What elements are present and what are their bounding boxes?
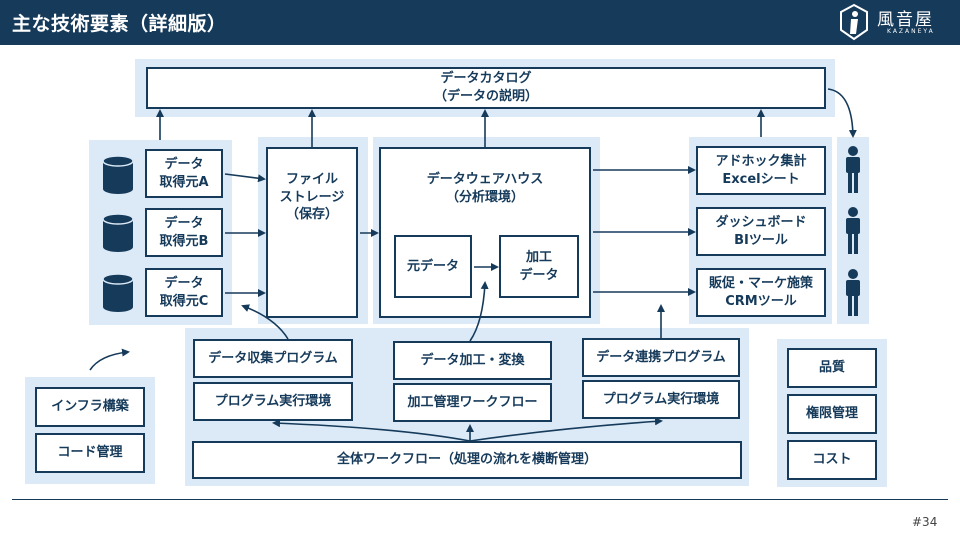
page-title: 主な技術要素（詳細版） (12, 13, 227, 35)
kazaneya-logo-icon (840, 3, 868, 41)
database-icon-c (102, 273, 134, 312)
file-storage-box: ファイル ストレージ （保存） (266, 147, 358, 318)
transform-program-box: データ加工・変換 (393, 341, 552, 380)
collect-runtime-box: プログラム実行環境 (193, 382, 353, 421)
header-bar: 主な技術要素（詳細版） 風音屋 KAZANEYA (0, 0, 960, 45)
arrow-source-a-to-storage (224, 173, 266, 183)
arrow-transform-to-processed (469, 281, 489, 342)
data-catalog-box: データカタログ （データの説明） (146, 67, 826, 109)
processed-data-box: 加工 データ (499, 235, 579, 298)
arrow-infra (89, 348, 130, 371)
database-icon-a (102, 155, 134, 194)
tool-adhoc-excel-box: アドホック集計 Excelシート (696, 146, 826, 195)
integrate-program-box: データ連携プログラム (582, 338, 740, 377)
logo-text: 風音屋 (877, 10, 934, 30)
transform-workflow-box: 加工管理ワークフロー (393, 383, 552, 422)
data-source-c-box: データ 取得元C (145, 268, 223, 317)
cost-box: コスト (787, 440, 877, 480)
page-number: #34 (912, 515, 938, 529)
logo-subtext: KAZANEYA (887, 28, 935, 35)
integrate-runtime-box: プログラム実行環境 (582, 380, 740, 419)
data-source-a-box: データ 取得元A (145, 149, 223, 198)
user-icon-2 (846, 207, 860, 254)
raw-data-box: 元データ (394, 235, 472, 298)
tool-crm-box: 販促・マーケ施策 CRMツール (696, 268, 826, 317)
data-source-b-box: データ 取得元B (145, 208, 223, 257)
collect-program-box: データ収集プログラム (193, 339, 353, 378)
arrow-workflow-to-collect (272, 419, 471, 442)
arrow-collect-to-storage (241, 304, 289, 340)
footer-divider (12, 499, 948, 500)
code-management-box: コード管理 (35, 433, 145, 473)
quality-box: 品質 (787, 348, 877, 388)
arrow-catalog-to-users (827, 88, 857, 138)
overall-workflow-box: 全体ワークフロー（処理の流れを横断管理） (192, 441, 742, 479)
tool-dashboard-bi-box: ダッシュボード BIツール (696, 207, 826, 256)
user-icon-1 (846, 146, 860, 193)
arrow-workflow-to-integrate (469, 417, 663, 442)
database-icon-b (102, 213, 134, 252)
access-control-box: 権限管理 (787, 394, 877, 434)
infra-build-box: インフラ構築 (35, 387, 145, 427)
user-icon-3 (846, 269, 860, 316)
